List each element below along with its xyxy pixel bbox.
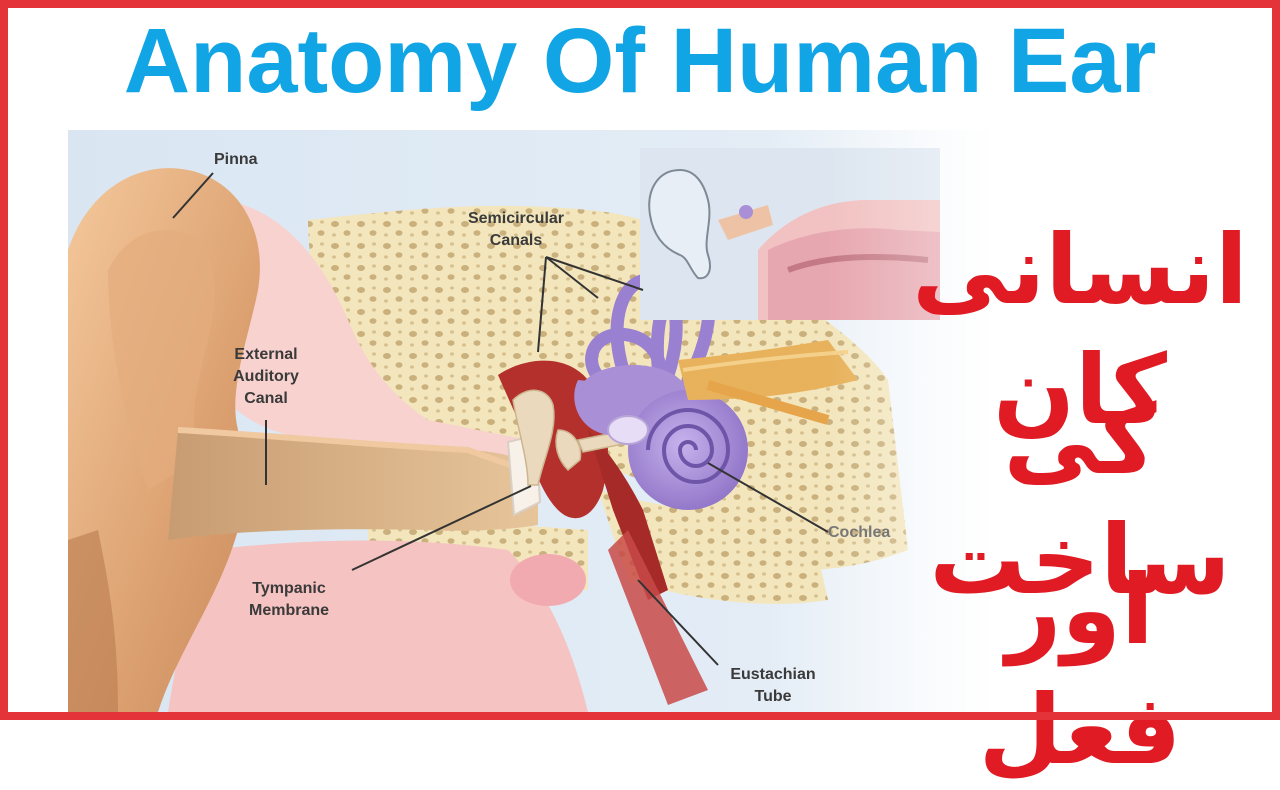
label-pinna: Pinna [214,151,258,168]
label-semicircular-line1: Semicircular [467,210,565,227]
label-eustachian-line2: Tube [754,688,792,705]
page-title: Anatomy Of Human Ear [123,10,1157,112]
label-external-line3: Canal [244,390,288,407]
label-eustachian-tube: Eustachian Tube [718,664,828,708]
urdu-title-line1: انسانی کان [912,214,1248,446]
label-semicircular-line2: Canals [489,232,543,249]
urdu-title-line3: اور فعل [978,554,1182,786]
urdu-title-line2: کی ساخت [929,384,1231,616]
label-external-line1: External [234,346,298,363]
label-tympanic-membrane: Tympanic Membrane [234,578,344,622]
label-cochlea: Cochlea [828,524,891,541]
label-tympanic-line2: Membrane [248,602,330,619]
label-semicircular-canals: Semicircular Canals [456,208,576,252]
label-eustachian-line1: Eustachian [730,666,816,683]
label-tympanic-line1: Tympanic [252,580,326,597]
ear-diagram: Pinna Semicircular Canals External Audit… [68,130,1198,712]
label-external-auditory-canal: External Auditory Canal [218,344,314,410]
label-external-line2: Auditory [233,368,299,385]
ear-diagram-illustration [68,130,1198,712]
